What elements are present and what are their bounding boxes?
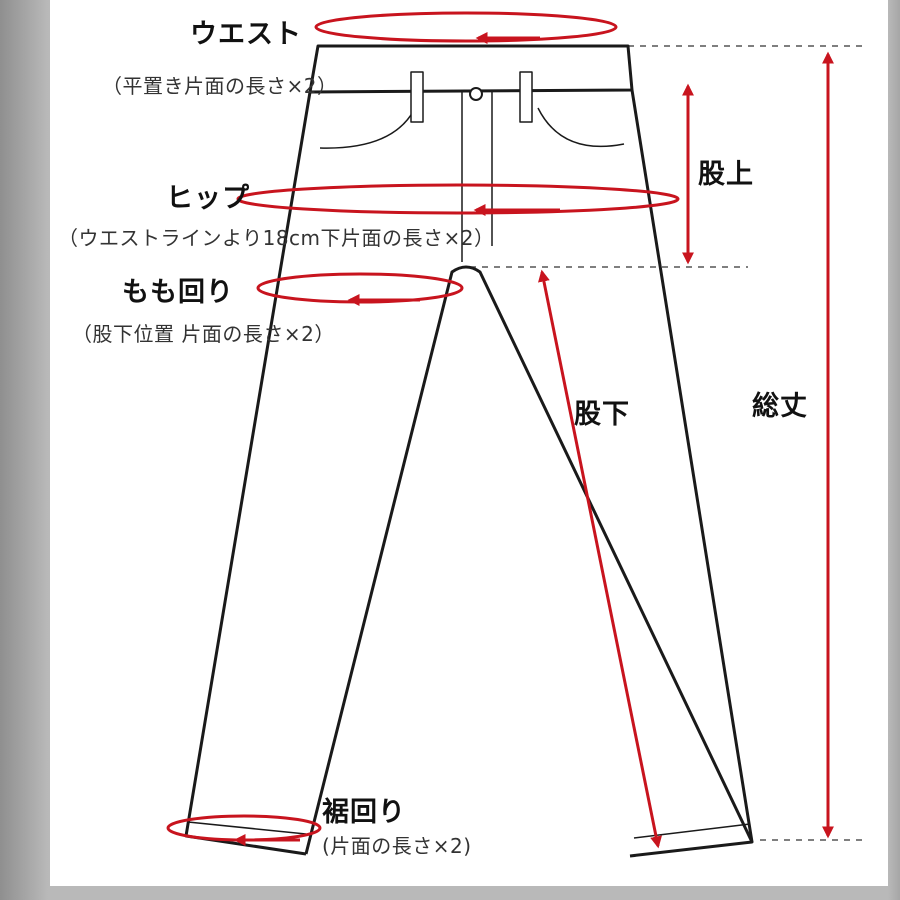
hem-note: (片面の長さ×2) xyxy=(322,834,472,858)
belt-loop-left xyxy=(410,71,424,123)
thigh-label: もも回り xyxy=(122,277,234,308)
right-pocket xyxy=(537,107,625,148)
waist-note: （平置き片面の長さ×2） xyxy=(102,74,338,98)
left-pocket xyxy=(319,109,415,149)
right-leg-outer xyxy=(629,89,754,858)
left-hem-line xyxy=(187,821,307,835)
measurement-marks xyxy=(166,11,834,849)
diagram-sheet xyxy=(50,0,888,886)
waist-ellipse xyxy=(314,11,618,43)
waistband xyxy=(308,44,634,94)
jeans-outline xyxy=(184,44,754,858)
inner-seam xyxy=(304,265,754,855)
inseam-label: 股下 xyxy=(574,399,630,430)
belt-loop-right xyxy=(519,71,533,123)
hip-label: ヒップ xyxy=(166,183,250,214)
total-length-label: 総丈 xyxy=(752,391,808,422)
thigh-note: （股下位置 片面の長さ×2） xyxy=(72,322,335,346)
hip-note: （ウエストラインより18cm下片面の長さ×2） xyxy=(58,226,495,250)
rise-label: 股上 xyxy=(698,159,754,190)
button xyxy=(469,87,483,101)
thigh-ellipse xyxy=(256,272,464,304)
right-hem-line xyxy=(633,823,751,839)
inseam-arrow xyxy=(538,269,662,849)
guide-lines xyxy=(470,45,862,841)
hem-label: 裾回り xyxy=(322,797,406,828)
waist-label: ウエスト xyxy=(190,19,302,50)
hip-ellipse xyxy=(236,183,680,215)
